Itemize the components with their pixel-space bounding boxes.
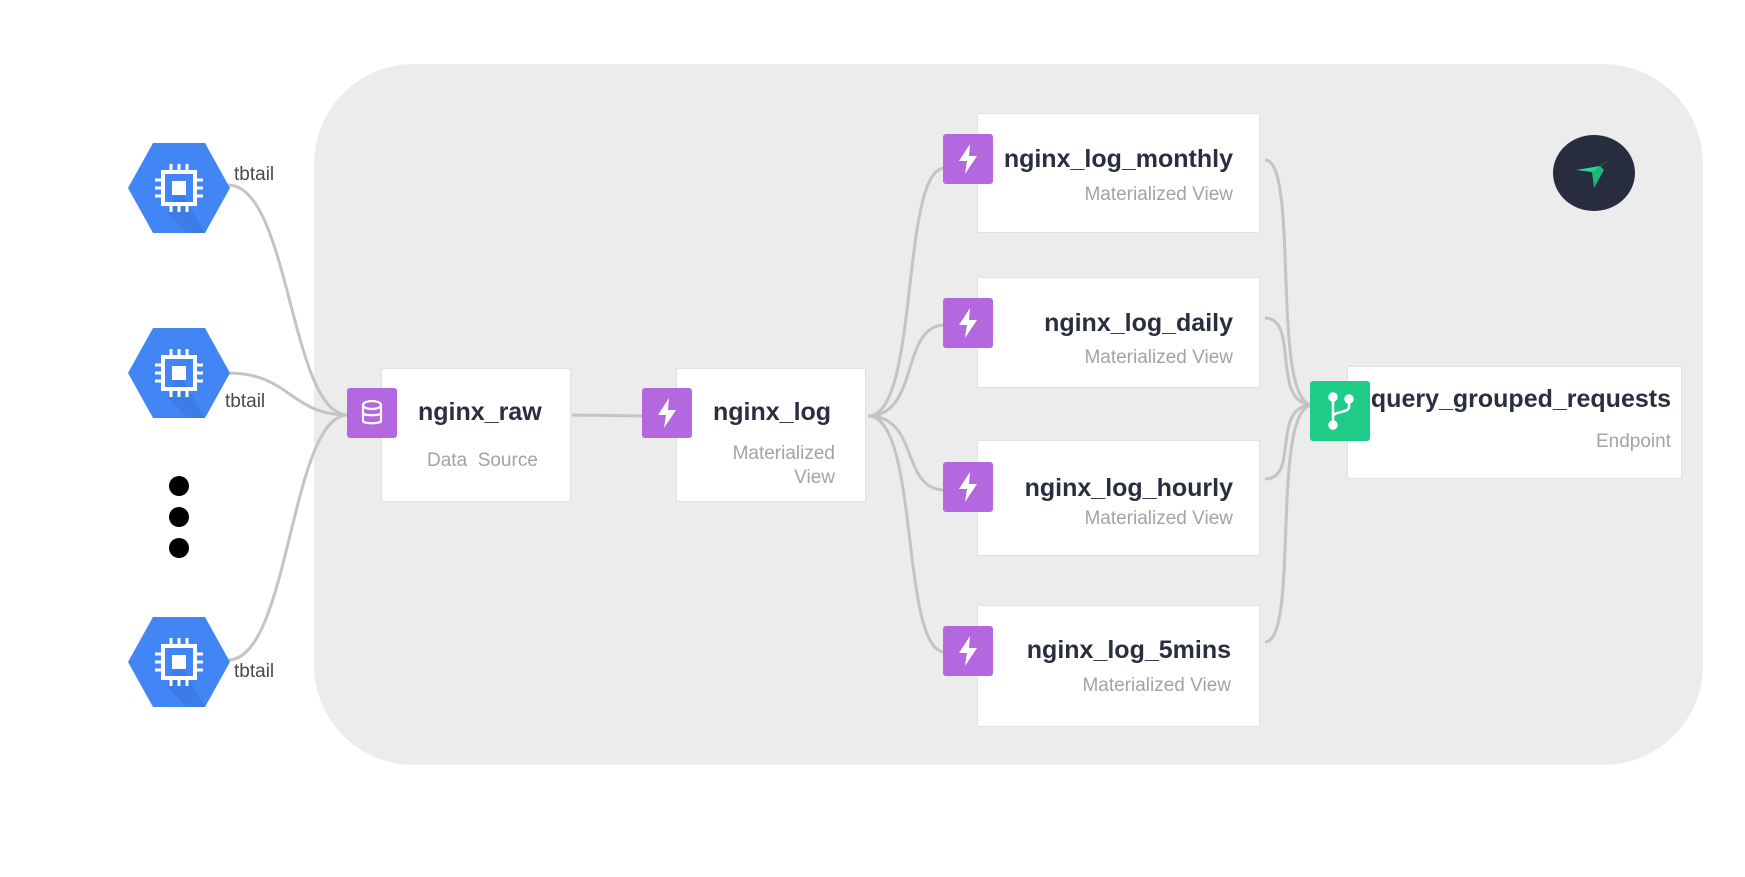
wire-log-5mins — [867, 414, 946, 654]
node-type: Materialized View — [1084, 508, 1233, 529]
node-nginx-raw[interactable]: nginx_raw Data Source — [381, 368, 571, 502]
node-nginx-log-daily[interactable]: nginx_log_daily Materialized View — [977, 277, 1260, 388]
lightning-icon — [943, 134, 993, 184]
wire-monthly-endpoint — [1264, 158, 1314, 407]
lightning-icon — [943, 626, 993, 676]
tinybird-logo — [1553, 135, 1635, 211]
node-type: Materialized View — [1082, 675, 1231, 696]
bird-icon — [1576, 158, 1612, 188]
ellipsis-dot — [169, 476, 189, 496]
source-label: tbtail — [234, 164, 275, 185]
node-title: nginx_log_5mins — [1026, 636, 1231, 664]
lightning-icon — [642, 388, 692, 438]
node-type-line1: Materialized — [732, 443, 835, 464]
ellipsis-dot — [169, 538, 189, 558]
wire-source3-raw — [227, 413, 349, 662]
source-label: tbtail — [225, 391, 266, 412]
node-type-line2: View — [794, 467, 835, 488]
node-title: query_grouped_requests — [1370, 385, 1671, 413]
compute-engine-icon — [128, 328, 230, 418]
node-type: Data Source — [427, 450, 538, 471]
wire-daily-endpoint — [1264, 316, 1314, 407]
node-title: nginx_log_monthly — [1003, 145, 1233, 173]
node-nginx-log[interactable]: nginx_log Materialized View — [676, 368, 866, 502]
wire-log-hourly — [867, 414, 946, 492]
compute-engine-icon — [128, 143, 230, 233]
branch-icon — [1310, 381, 1370, 441]
node-nginx-log-hourly[interactable]: nginx_log_hourly Materialized View — [977, 440, 1260, 556]
lightning-icon — [943, 462, 993, 512]
wire-source1-raw — [227, 183, 349, 417]
compute-engine-icon — [128, 617, 230, 707]
lightning-icon — [943, 298, 993, 348]
node-title: nginx_log_daily — [1044, 309, 1233, 337]
wire-source2-raw — [227, 371, 349, 417]
node-nginx-log-monthly[interactable]: nginx_log_monthly Materialized View — [977, 113, 1260, 233]
ellipsis-dot — [169, 507, 189, 527]
node-title: nginx_raw — [418, 398, 542, 426]
wire-raw-log — [571, 413, 646, 418]
source-label: tbtail — [234, 661, 275, 682]
node-title: nginx_log_hourly — [1024, 474, 1233, 502]
wire-log-daily — [867, 323, 946, 418]
node-type: Materialized View — [1084, 184, 1233, 205]
database-icon — [347, 388, 397, 438]
wire-hourly-endpoint — [1264, 403, 1314, 481]
wire-log-monthly — [867, 166, 946, 418]
node-query-grouped-requests[interactable]: query_grouped_requests Endpoint — [1347, 366, 1682, 479]
wire-5mins-endpoint — [1264, 403, 1314, 644]
node-type: Materialized View — [1084, 347, 1233, 368]
node-nginx-log-5mins[interactable]: nginx_log_5mins Materialized View — [977, 605, 1260, 727]
node-title: nginx_log — [713, 398, 832, 426]
node-type: Endpoint — [1595, 431, 1671, 452]
